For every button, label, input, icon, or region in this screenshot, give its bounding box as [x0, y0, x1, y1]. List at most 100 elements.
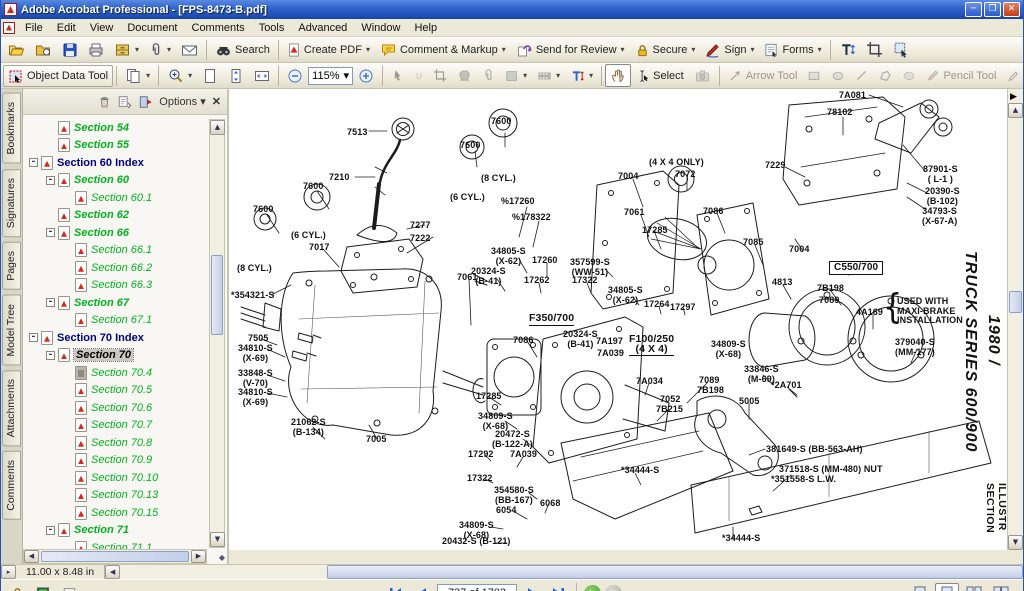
forms-button[interactable]: Forms▾ — [759, 39, 826, 61]
expand-bookmark-icon[interactable] — [117, 95, 132, 109]
hide-panel-icon[interactable]: ▶ — [1010, 91, 1017, 101]
scroll-thumb[interactable] — [211, 255, 223, 335]
single-page-layout-button[interactable] — [908, 583, 932, 591]
bookmark-item[interactable]: Section 55 — [23, 137, 227, 155]
zoom-level-field[interactable]: 115%▾ — [308, 66, 354, 85]
zoom-in-tool-button[interactable]: ▾ — [162, 65, 197, 87]
scroll-left-edge-icon[interactable]: ▸ — [1, 565, 16, 579]
bookmark-item[interactable]: Section 70.6 — [23, 399, 227, 417]
pencil-eraser-tool-button[interactable] — [1001, 65, 1024, 86]
email-button[interactable] — [176, 39, 203, 61]
snapshot-tool-button[interactable] — [689, 65, 716, 87]
menu-item[interactable]: Document — [127, 21, 178, 34]
scroll-up-icon[interactable]: ▲ — [1008, 103, 1023, 118]
scroll-left-icon[interactable]: ◀ — [24, 550, 39, 563]
bookmark-item[interactable]: Section 70.7 — [23, 417, 227, 435]
next-view-button[interactable]: → — [605, 584, 622, 591]
actual-size-button[interactable] — [197, 65, 223, 87]
expander-icon[interactable]: - — [46, 349, 55, 360]
crop-tool-button[interactable] — [428, 65, 452, 86]
close-button[interactable]: ✕ — [1003, 2, 1020, 17]
bookmark-item[interactable]: - Section 60 Index — [23, 154, 227, 172]
continuous-facing-layout-button[interactable] — [962, 583, 986, 591]
scroll-down-icon[interactable]: ▼ — [210, 532, 225, 547]
menu-item[interactable]: Edit — [56, 21, 76, 34]
pencil-tool-button[interactable]: Pencil Tool — [921, 65, 1001, 86]
organizer-button[interactable] — [30, 39, 57, 61]
cloud-tool-button[interactable] — [897, 66, 921, 85]
expander-icon[interactable]: - — [46, 174, 55, 185]
sidebar-tab[interactable]: Bookmarks — [2, 93, 21, 164]
crop-pages-button[interactable] — [861, 38, 888, 61]
zoom-out-button[interactable] — [282, 65, 308, 87]
bookmark-item[interactable]: - Section 67 — [23, 294, 227, 312]
select-object-tool-button[interactable] — [386, 65, 410, 86]
bookmark-item[interactable]: Section 54 — [23, 119, 227, 137]
bookmark-item[interactable]: Section 70.13 — [23, 487, 227, 505]
bookmark-item[interactable]: - Section 71 — [23, 522, 227, 540]
sidebar-tab[interactable]: Pages — [2, 241, 21, 290]
arrow-tool-button[interactable]: Arrow Tool — [723, 65, 803, 86]
touchup-text-button[interactable] — [834, 38, 861, 61]
secure-button[interactable]: Secure▾ — [630, 39, 701, 61]
select-object-button[interactable] — [888, 38, 915, 61]
bookmark-item[interactable]: Section 62 — [23, 207, 227, 225]
bookmarks-vertical-scrollbar[interactable]: ▲ ▼ — [209, 119, 225, 548]
continuous-layout-button[interactable] — [935, 583, 959, 591]
bookmark-item[interactable]: Section 66.1 — [23, 242, 227, 260]
print-button[interactable] — [83, 39, 109, 61]
oval-tool-button[interactable] — [826, 66, 850, 85]
scroll-left-icon[interactable]: ◀ — [105, 565, 121, 579]
attach-button[interactable]: ▾ — [144, 39, 176, 61]
expander-icon[interactable]: - — [46, 297, 55, 308]
sidebar-tab[interactable]: Signatures — [2, 168, 21, 237]
fit-page-button[interactable] — [223, 65, 249, 87]
bookmark-item[interactable]: Section 66.2 — [23, 259, 227, 277]
security-lock-icon[interactable] — [7, 584, 27, 591]
comment-markup-button[interactable]: Comment & Markup▾ — [375, 39, 511, 61]
save-button[interactable] — [57, 39, 83, 61]
scroll-right-icon[interactable]: ▶ — [191, 550, 206, 563]
sign-button[interactable]: Sign▾ — [700, 39, 759, 61]
sidebar-tab[interactable]: Attachments — [2, 370, 21, 447]
text-box-tool-button[interactable]: ▾ — [565, 65, 598, 87]
document-vertical-scrollbar[interactable]: ▶ ▲ ▼ — [1007, 89, 1023, 550]
expander-icon[interactable]: - — [46, 227, 55, 238]
expander-icon[interactable]: - — [29, 157, 38, 168]
menu-item[interactable]: Window — [361, 21, 401, 34]
minimize-toolbars-icon[interactable] — [59, 584, 79, 591]
bookmark-item[interactable]: - Section 70 Index — [23, 329, 227, 347]
bookmark-item[interactable]: Section 70.5 — [23, 382, 227, 400]
open-button[interactable] — [3, 39, 30, 61]
scroll-up-icon[interactable]: ▲ — [210, 120, 225, 135]
restore-button[interactable]: ❐ — [984, 2, 1001, 17]
select-tool-button[interactable]: Select — [631, 65, 689, 87]
attach-tool-button[interactable] — [477, 65, 500, 86]
polygon-tool-button[interactable] — [873, 66, 897, 85]
fit-width-button[interactable] — [249, 65, 275, 87]
shape-tool-button[interactable]: ▾ — [500, 66, 532, 86]
options-menu[interactable]: Options ▾ — [159, 96, 206, 108]
scroll-thumb[interactable] — [327, 565, 1023, 579]
bookmark-item[interactable]: Section 70.15 — [23, 504, 227, 522]
expander-icon[interactable]: - — [46, 524, 55, 535]
facing-layout-button[interactable] — [989, 583, 1013, 591]
menu-item[interactable]: File — [25, 21, 43, 34]
zoom-in-button[interactable] — [353, 65, 379, 87]
movie-tool-button[interactable]: ▾ — [532, 66, 565, 86]
previous-page-button[interactable] — [411, 584, 433, 591]
menu-item[interactable]: Comments — [191, 21, 245, 34]
bookmark-item[interactable]: Section 66.3 — [23, 277, 227, 295]
search-button[interactable]: Search — [210, 39, 275, 61]
menu-item[interactable]: View — [89, 21, 114, 34]
bookmark-item[interactable]: Section 60.1 — [23, 189, 227, 207]
bookmark-item[interactable]: Section 70.8 — [23, 434, 227, 452]
hand-tool-button[interactable] — [605, 64, 632, 87]
create-pdf-button[interactable]: Create PDF▾ — [282, 39, 375, 61]
bookmark-item[interactable]: - Section 66 — [23, 224, 227, 242]
file-cabinet-button[interactable]: ▾ — [109, 39, 144, 61]
minimize-button[interactable]: ─ — [965, 2, 982, 17]
expander-icon[interactable]: - — [29, 332, 38, 343]
send-for-review-button[interactable]: Send for Review▾ — [511, 39, 630, 61]
delete-bookmark-icon[interactable] — [98, 95, 111, 109]
